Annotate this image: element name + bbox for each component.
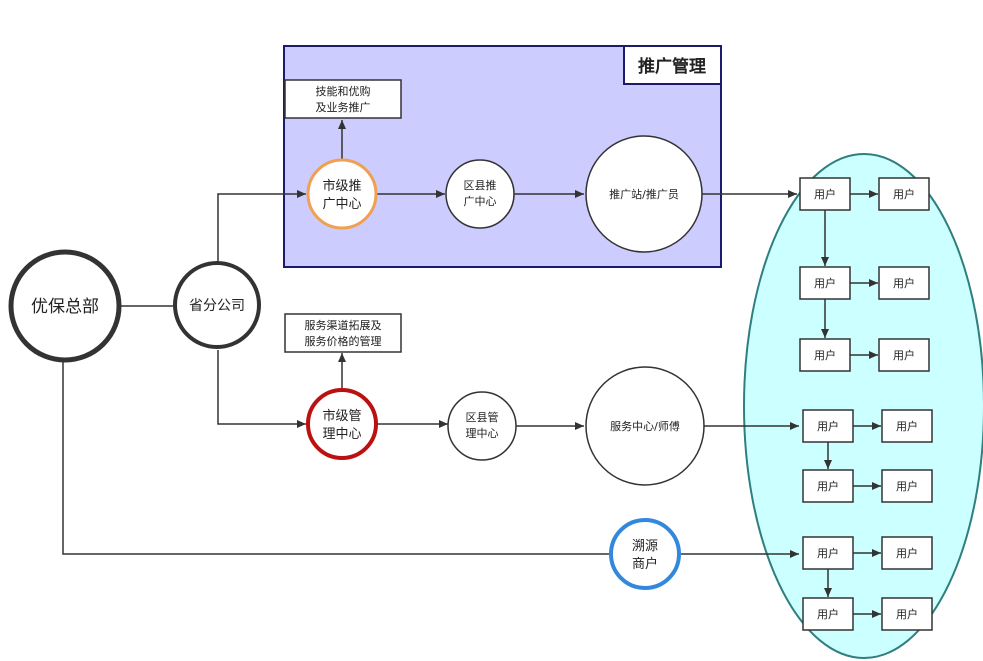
user-box-left-6[interactable]: 用户 xyxy=(802,536,854,570)
county-promo-label-1: 区县推 xyxy=(464,178,497,192)
user-box-left-3[interactable]: 用户 xyxy=(799,338,851,372)
user-box-right-4[interactable]: 用户 xyxy=(881,409,933,443)
user-box-left-7[interactable]: 用户 xyxy=(802,597,854,631)
promo-note-line-1: 技能和优购 xyxy=(316,84,371,98)
hq-to-trace-line xyxy=(62,362,609,555)
service-center-node[interactable]: 服务中心/师傅 xyxy=(585,366,705,486)
service-center-label: 服务中心/师傅 xyxy=(610,419,680,433)
promo-panel-title-box xyxy=(623,45,722,85)
promo-note-line-2: 及业务推广 xyxy=(316,100,371,114)
user-box-label: 用户 xyxy=(814,187,836,201)
trace-merchant-label-1: 溯源 xyxy=(632,538,658,554)
service-note-box: 服务渠道拓展及 服务价格的管理 xyxy=(284,313,402,353)
hq-node[interactable]: 优保总部 xyxy=(8,249,122,363)
city-promo-label-1: 市级推 xyxy=(322,178,361,194)
user-box-label: 用户 xyxy=(896,419,918,433)
user-box-label: 用户 xyxy=(893,187,915,201)
user-box-label: 用户 xyxy=(896,479,918,493)
user-area xyxy=(743,153,983,659)
user-box-right-3[interactable]: 用户 xyxy=(878,338,930,372)
user-box-right-7[interactable]: 用户 xyxy=(881,597,933,631)
promo-panel-title: 推广管理 xyxy=(638,56,706,77)
province-to-city-promo-line xyxy=(217,190,306,262)
user-box-left-1[interactable]: 用户 xyxy=(799,177,851,211)
user-box-left-2[interactable]: 用户 xyxy=(799,266,851,300)
user-box-label: 用户 xyxy=(814,276,836,290)
user-box-label: 用户 xyxy=(893,348,915,362)
user-box-label: 用户 xyxy=(817,607,839,621)
trace-merchant-label-2: 商户 xyxy=(632,556,658,572)
province-label: 省分公司 xyxy=(189,298,245,314)
user-box-left-5[interactable]: 用户 xyxy=(802,469,854,503)
service-note-line-2: 服务价格的管理 xyxy=(305,334,382,348)
city-promo-label-2: 广中心 xyxy=(322,197,361,212)
county-mgmt-node[interactable]: 区县管 理中心 xyxy=(447,391,517,461)
trace-merchant-node[interactable]: 溯源 商户 xyxy=(609,518,681,590)
user-box-right-2[interactable]: 用户 xyxy=(878,266,930,300)
connectors xyxy=(62,120,799,558)
city-mgmt-label-1: 市级管 xyxy=(322,408,361,424)
county-mgmt-label-1: 区县管 xyxy=(466,410,499,424)
county-promo-label-2: 广中心 xyxy=(464,195,497,208)
user-box-label: 用户 xyxy=(896,607,918,621)
county-promo-node[interactable]: 区县推 广中心 xyxy=(445,159,515,229)
user-box-left-4[interactable]: 用户 xyxy=(802,409,854,443)
city-promo-node[interactable]: 市级推 广中心 xyxy=(306,158,378,230)
user-box-label: 用户 xyxy=(896,546,918,560)
user-box-right-1[interactable]: 用户 xyxy=(878,177,930,211)
user-box-right-5[interactable]: 用户 xyxy=(881,469,933,503)
station-label: 推广站/推广员 xyxy=(609,187,679,201)
city-mgmt-node[interactable]: 市级管 理中心 xyxy=(306,388,378,460)
user-box-label: 用户 xyxy=(893,276,915,290)
province-node[interactable]: 省分公司 xyxy=(173,261,261,349)
user-box-label: 用户 xyxy=(814,348,836,362)
city-mgmt-label-2: 理中心 xyxy=(322,427,361,442)
promo-note-box: 技能和优购 及业务推广 xyxy=(284,79,402,119)
service-note-line-1: 服务渠道拓展及 xyxy=(305,318,382,332)
user-box-label: 用户 xyxy=(817,419,839,433)
station-node[interactable]: 推广站/推广员 xyxy=(585,135,703,253)
province-to-city-mgmt-line xyxy=(217,350,306,428)
user-box-right-6[interactable]: 用户 xyxy=(881,536,933,570)
user-box-label: 用户 xyxy=(817,546,839,560)
county-mgmt-label-2: 理中心 xyxy=(466,427,499,440)
hq-label: 优保总部 xyxy=(31,297,99,317)
user-box-label: 用户 xyxy=(817,479,839,493)
user-boxes: 用户用户用户用户用户用户用户用户用户用户用户用户用户用户 xyxy=(799,177,933,631)
